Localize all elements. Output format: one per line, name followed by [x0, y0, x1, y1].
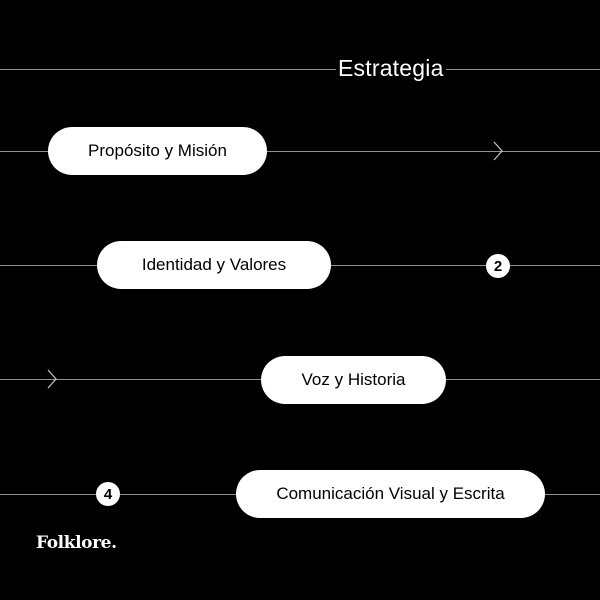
step-2-pill: Identidad y Valores — [97, 241, 331, 289]
step-3-label: Voz y Historia — [301, 370, 406, 389]
step-3-pill: Voz y Historia — [261, 356, 446, 404]
title-line — [0, 69, 600, 70]
chevron-right-icon — [47, 369, 57, 389]
step-1-pill: Propósito y Misión — [48, 127, 267, 175]
step-2-number-badge: 2 — [486, 254, 510, 278]
folklore-logo: Folklore. — [36, 533, 117, 553]
diagram-title: Estrategia — [336, 53, 446, 83]
step-2-label: Identidad y Valores — [141, 255, 287, 274]
step-4-pill: Comunicación Visual y Escrita — [236, 470, 545, 518]
chevron-right-icon — [493, 141, 503, 161]
step-4-number-badge: 4 — [96, 482, 120, 506]
step-4-label: Comunicación Visual y Escrita — [276, 484, 505, 503]
step-1-line — [0, 151, 600, 152]
step-1-label: Propósito y Misión — [88, 141, 227, 160]
